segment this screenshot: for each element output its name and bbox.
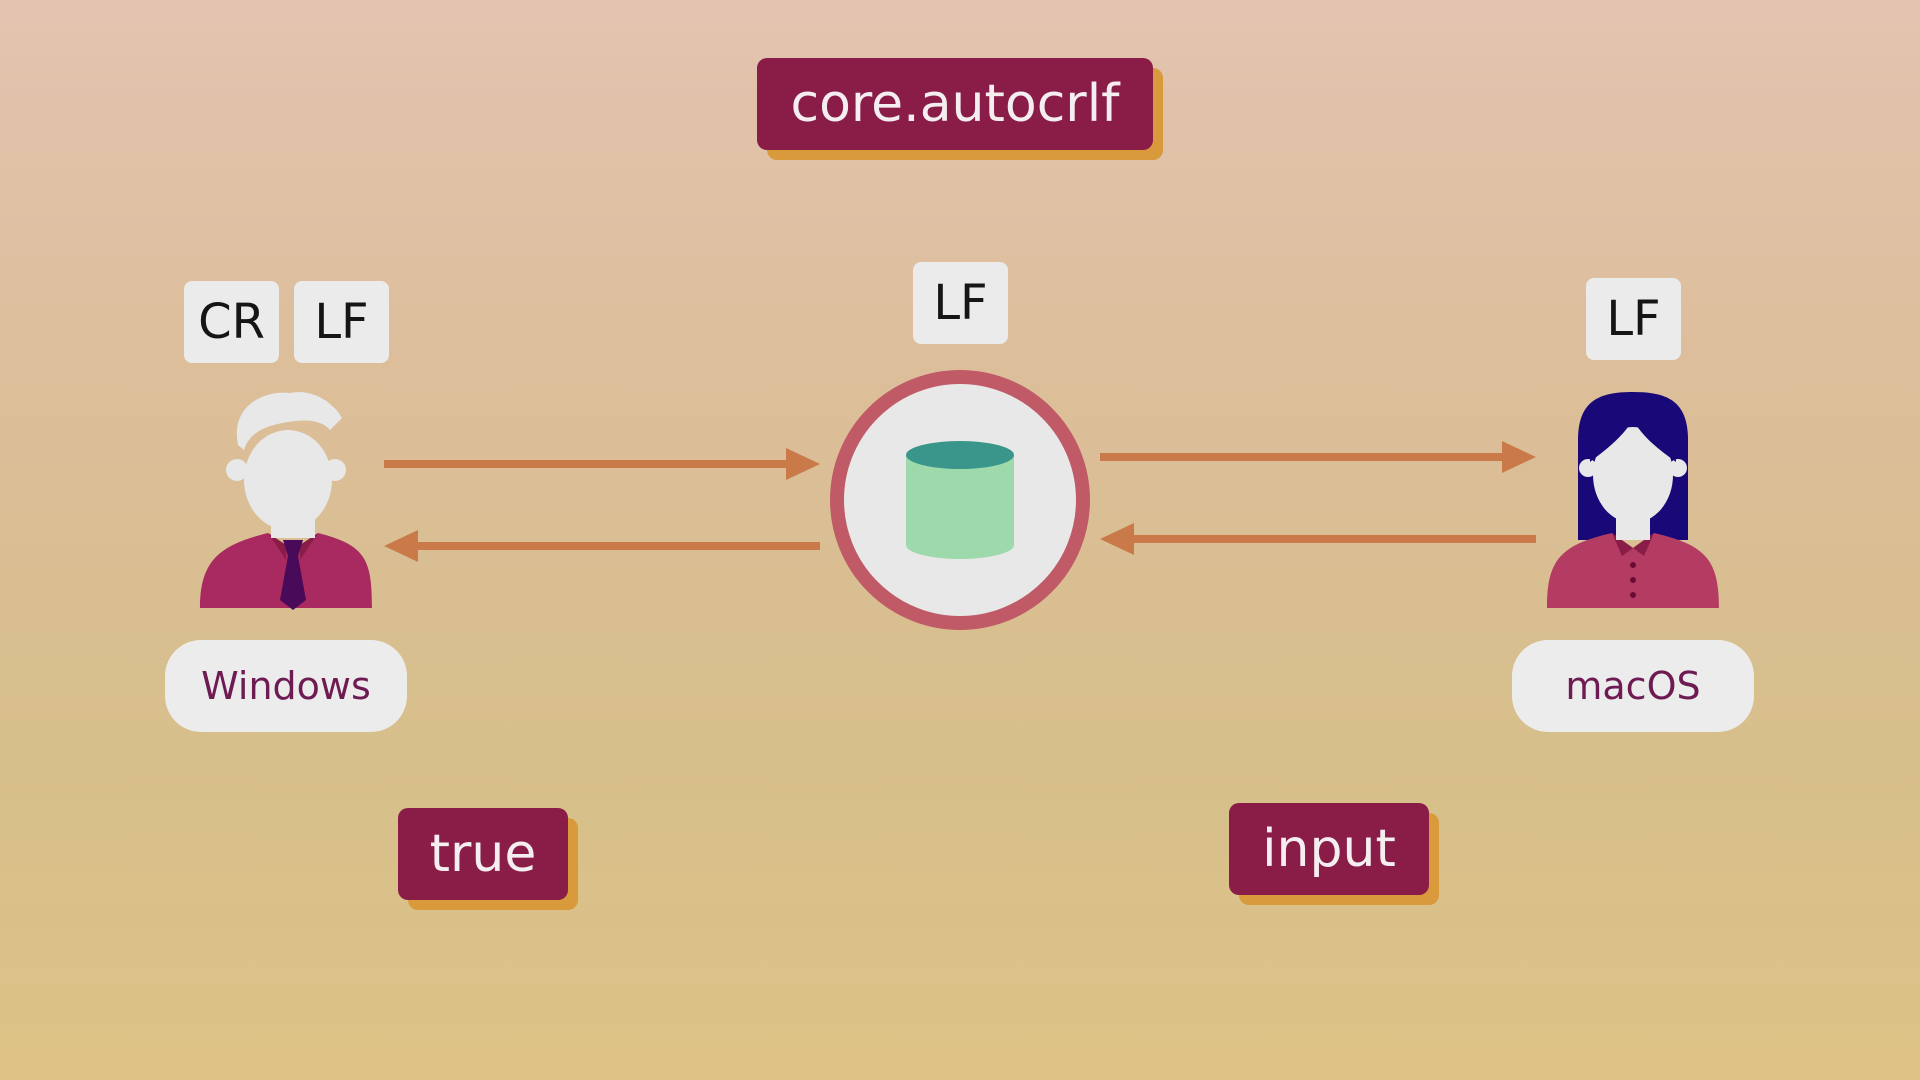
database-icon bbox=[830, 370, 1090, 630]
mac-lf-label: LF bbox=[1586, 278, 1681, 360]
man-user-icon bbox=[200, 392, 372, 610]
core-autocrlf-text: core.autocrlf bbox=[790, 74, 1120, 134]
windows-lf-label: LF bbox=[294, 281, 389, 363]
mac-setting-tag: input bbox=[1229, 803, 1429, 895]
core-autocrlf-tag: core.autocrlf bbox=[757, 58, 1153, 150]
woman-user-icon bbox=[1547, 392, 1719, 608]
repo-to-mac-arrow bbox=[1100, 441, 1536, 473]
mac-to-repo-arrow bbox=[1100, 523, 1536, 555]
repo-to-windows-arrow bbox=[384, 530, 820, 562]
macos-label: macOS bbox=[1512, 640, 1754, 732]
windows-setting-tag: true bbox=[398, 808, 568, 900]
windows-label: Windows bbox=[165, 640, 407, 732]
windows-to-repo-arrow bbox=[384, 448, 820, 480]
repository-lf-label: LF bbox=[913, 262, 1008, 344]
windows-cr-label: CR bbox=[184, 281, 279, 363]
